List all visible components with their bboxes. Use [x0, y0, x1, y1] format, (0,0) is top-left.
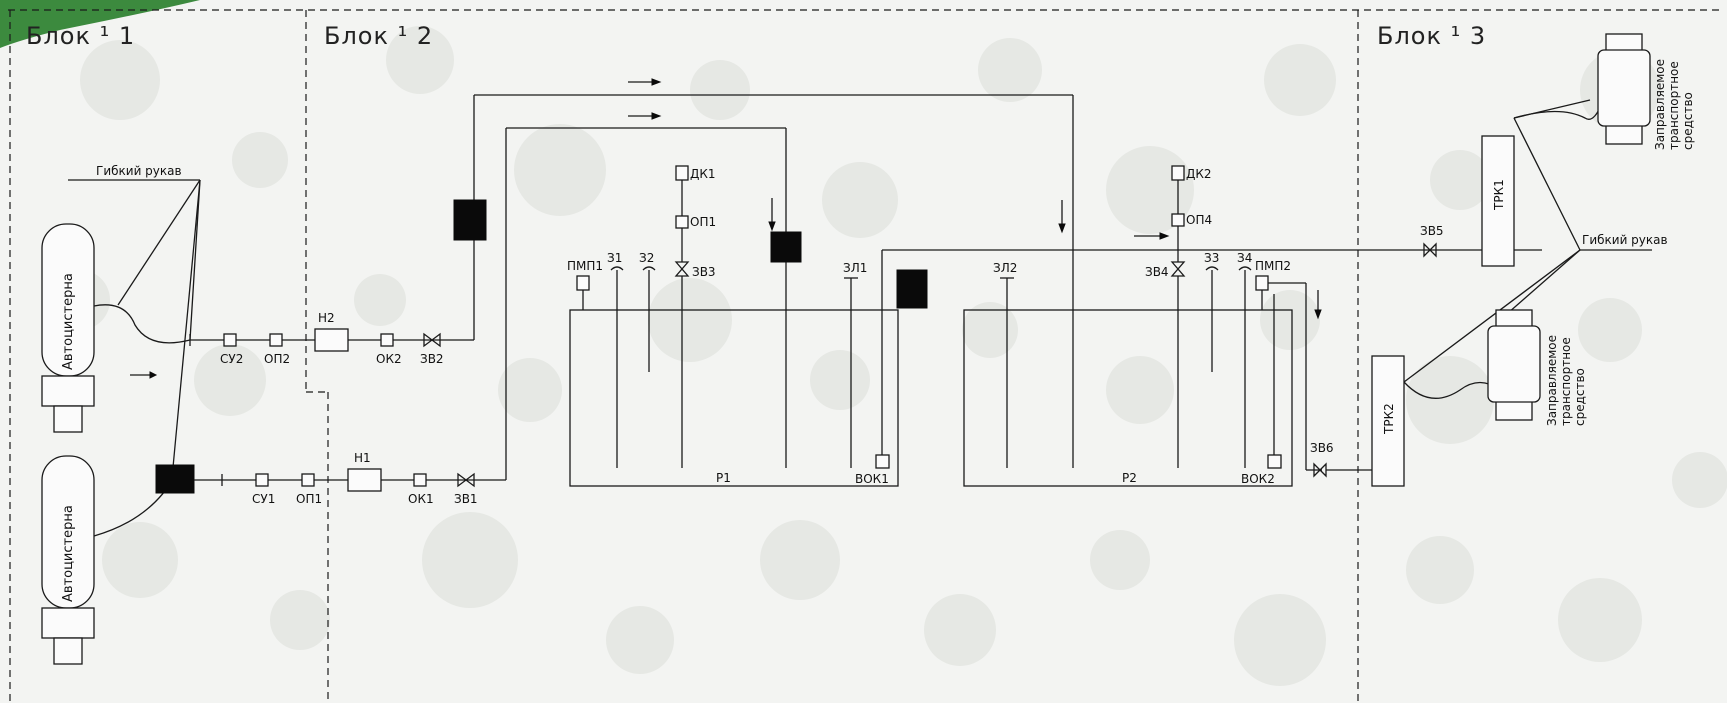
label-ok2: ОК2 [376, 352, 402, 366]
label-su2: СУ2 [220, 352, 243, 366]
flow-arrow-head [149, 371, 158, 379]
tank-p1 [569, 165, 1542, 487]
label-zv4: ЗВ4 [1145, 265, 1169, 279]
label-zv1: ЗВ1 [454, 492, 478, 506]
flexible-hose-1 [68, 179, 201, 537]
hose-label-1: Гибкий рукав [96, 164, 182, 178]
tank-p2-name: Р2 [1122, 471, 1137, 485]
label-n2: Н2 [318, 311, 335, 325]
label-pmp1: ПМП1 [567, 259, 603, 273]
block-1-title: Блок ¹ 1 [26, 22, 135, 50]
label-op4: ОП4 [1186, 213, 1212, 227]
label-dk1: ДК1 [690, 167, 716, 181]
svg-text:средство: средство [1573, 368, 1587, 426]
block-3-title: Блок ¹ 3 [1377, 22, 1486, 50]
svg-text:Заправляемое: Заправляемое [1653, 59, 1667, 150]
pump-block-2 [453, 199, 487, 241]
label-op1-tank: ОП1 [690, 215, 716, 229]
tanker-1: Автоцистерна [41, 223, 95, 433]
label-z3: З3 [1204, 251, 1219, 265]
pump-block-3 [770, 231, 802, 263]
line-2 [189, 94, 1074, 468]
tank-p1-name: Р1 [716, 471, 731, 485]
label-z4: З4 [1237, 251, 1252, 265]
label-z2: З2 [639, 251, 654, 265]
label-op1: ОП1 [296, 492, 322, 506]
hose-label-2: Гибкий рукав [1582, 233, 1668, 247]
tanker-2-label: Автоцистерна [61, 505, 76, 602]
label-op2: ОП2 [264, 352, 290, 366]
svg-text:транспортное: транспортное [1559, 337, 1573, 426]
vehicle-1-label: Заправляемое транспортное средство [1653, 59, 1695, 150]
label-vok1: ВОК1 [855, 472, 889, 486]
block-borders [8, 9, 1720, 703]
label-n1: Н1 [354, 451, 371, 465]
label-z1: З1 [607, 251, 622, 265]
dispenser-2-label: ТРК2 [1382, 403, 1396, 435]
label-zl2: ЗЛ2 [993, 261, 1017, 275]
svg-text:Заправляемое: Заправляемое [1545, 335, 1559, 426]
block-3-equipment [1306, 33, 1652, 487]
label-zv6: ЗВ6 [1310, 441, 1334, 455]
tanker-1-label: Автоцистерна [61, 273, 76, 370]
label-su1: СУ1 [252, 492, 275, 506]
dispenser-1-label: ТРК1 [1492, 179, 1506, 211]
label-zv2: ЗВ2 [420, 352, 444, 366]
pump-block-1 [155, 464, 195, 494]
line-1 [194, 127, 787, 492]
label-zv3: ЗВ3 [692, 265, 716, 279]
tank-p2 [963, 165, 1307, 487]
label-vok2: ВОК2 [1241, 472, 1275, 486]
label-dk2: ДК2 [1186, 167, 1212, 181]
vehicle-2-label: Заправляемое транспортное средство [1545, 335, 1587, 426]
label-zv5: ЗВ5 [1420, 224, 1444, 238]
svg-text:средство: средство [1681, 92, 1695, 150]
label-zl1: ЗЛ1 [843, 261, 867, 275]
block-2-title: Блок ¹ 2 [324, 22, 433, 50]
tanker-2: Автоцистерна [41, 455, 95, 665]
svg-text:транспортное: транспортное [1667, 61, 1681, 150]
label-ok1: ОК1 [408, 492, 434, 506]
label-pmp2: ПМП2 [1255, 259, 1291, 273]
pump-block-4 [896, 269, 928, 309]
